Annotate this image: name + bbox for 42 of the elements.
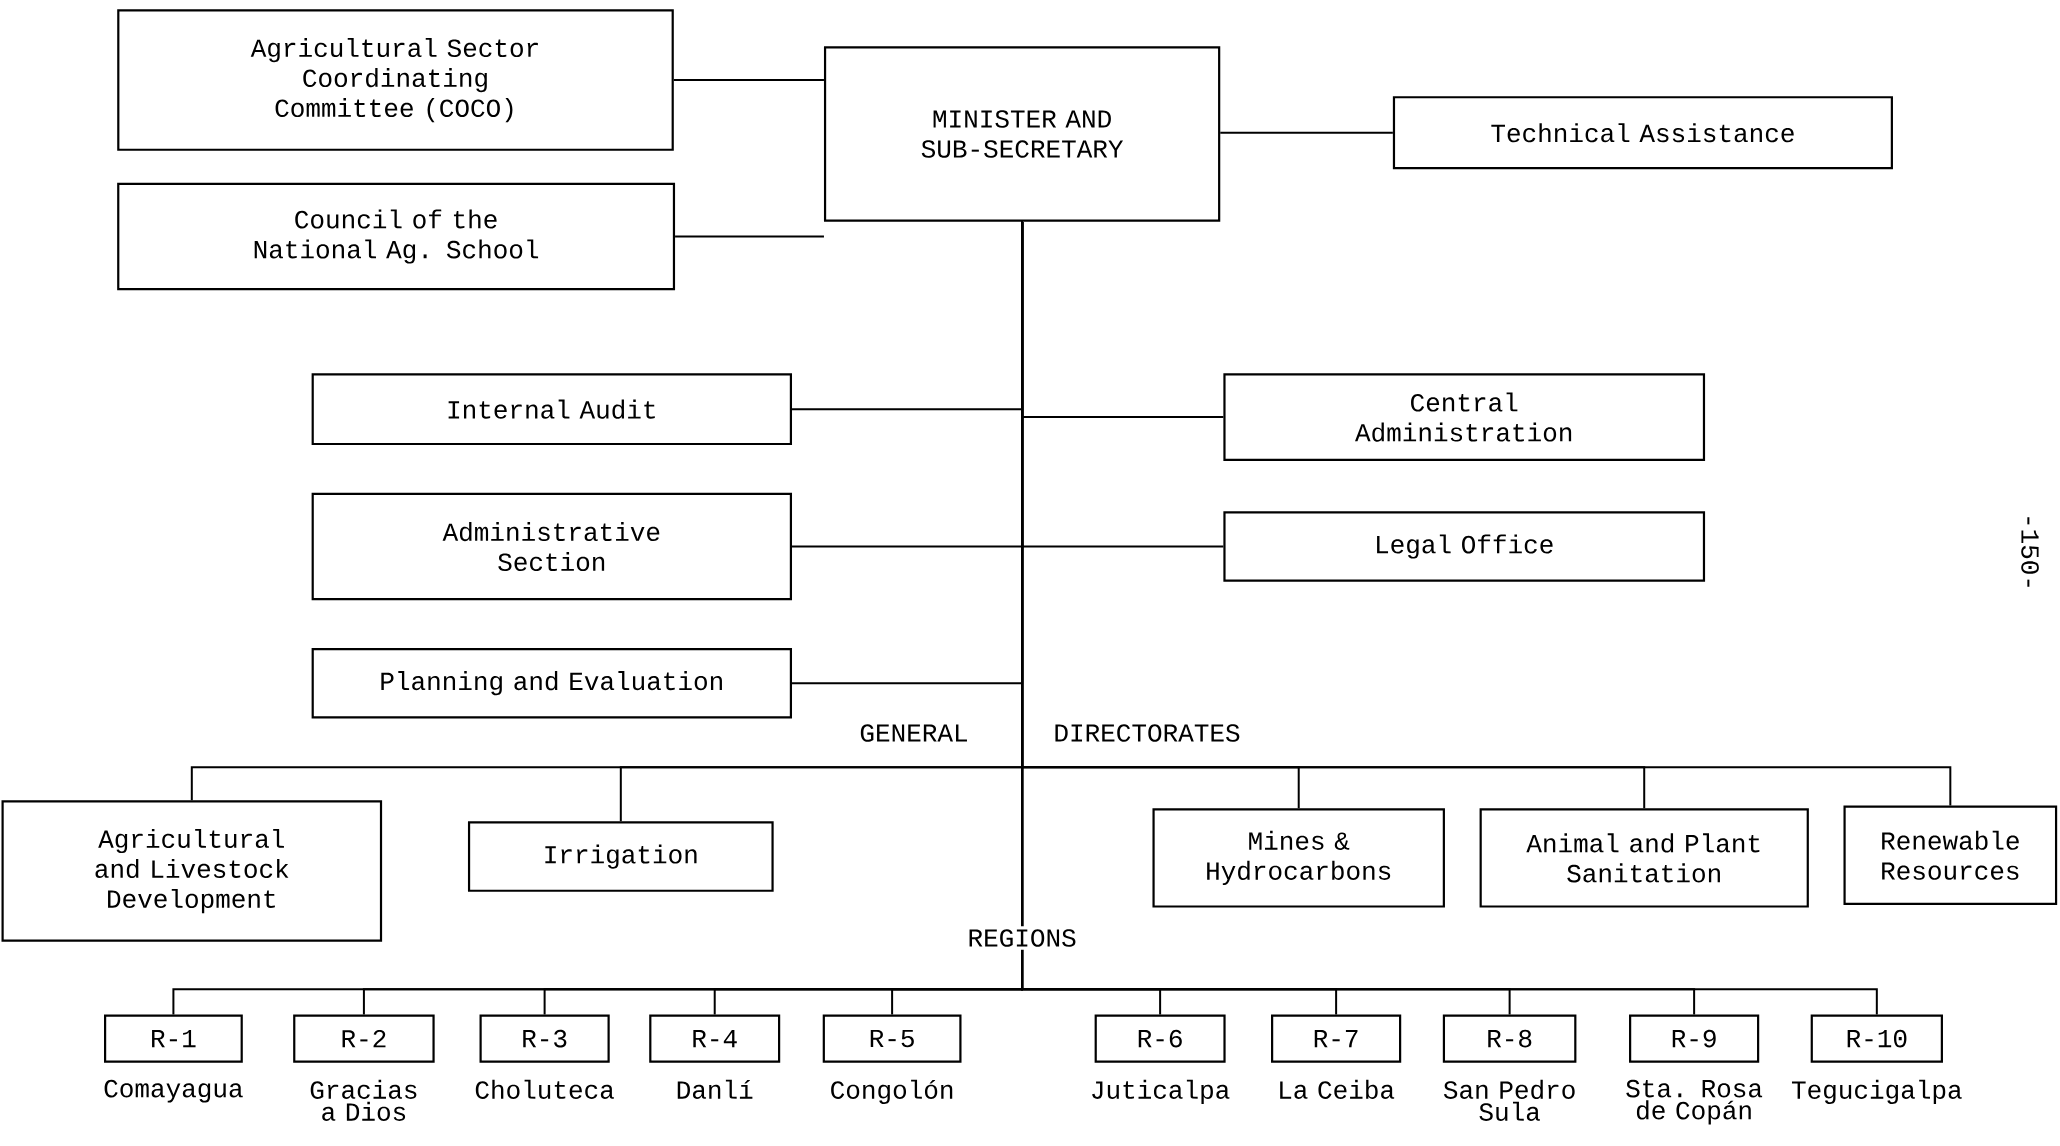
org-box: Internal Audit — [311, 373, 792, 446]
region-name: Sta. Rosa de Copán — [1626, 1079, 1763, 1125]
org-box: Agricultural and Livestock Development — [1, 800, 383, 942]
region-name: San Pedro Sula — [1443, 1079, 1575, 1121]
org-box: Agricultural Sector Coordinating Committee (COCO) — [117, 9, 674, 151]
org-box: Animal and Plant Sanitation — [1479, 808, 1809, 908]
org-box: Mines & Hydrocarbons — [1152, 808, 1445, 908]
org-box: MINISTER AND SUB-SECRETARY — [823, 46, 1221, 222]
page-number: -150- — [2021, 517, 2039, 587]
region-name: Juticalpa — [1092, 1079, 1230, 1105]
org-box: Renewable Resources — [1843, 805, 2058, 905]
region-name: Choluteca — [475, 1079, 614, 1099]
region-box: R-5 — [822, 1014, 962, 1063]
connector-line — [674, 235, 825, 238]
region-box: R-3 — [479, 1014, 610, 1063]
region-box: R-7 — [1271, 1014, 1402, 1063]
org-box: Central Administration — [1223, 373, 1706, 461]
region-name: La Ceiba — [1280, 1079, 1395, 1099]
region-box: R-9 — [1629, 1014, 1760, 1063]
region-box: R-1 — [104, 1014, 243, 1063]
region-box: R-8 — [1442, 1014, 1577, 1063]
region-box: R-6 — [1094, 1014, 1226, 1063]
region-name: Congolón — [831, 1079, 953, 1105]
section-heading: GENERAL — [860, 724, 967, 742]
region-name: Danlí — [677, 1079, 753, 1099]
region-name: Gracias a Dios — [310, 1079, 417, 1121]
org-box: Legal Office — [1223, 511, 1706, 582]
connector-line — [1021, 220, 1878, 1016]
org-box: Administrative Section — [311, 492, 792, 601]
region-name: Comayagua — [104, 1079, 243, 1103]
section-heading: REGIONS — [964, 926, 1080, 950]
region-name: Tegucigalpa — [1792, 1079, 1962, 1105]
connector-line — [1219, 131, 1394, 134]
org-box: Council of the National Ag. School — [117, 182, 676, 291]
region-box: R-10 — [1810, 1014, 1943, 1063]
connector-line — [672, 79, 825, 82]
section-heading: DIRECTORATES — [1055, 724, 1240, 742]
org-box: Technical Assistance — [1392, 96, 1893, 170]
region-box: R-4 — [649, 1014, 781, 1063]
org-box: Planning and Evaluation — [311, 647, 792, 719]
region-box: R-2 — [293, 1014, 435, 1063]
org-box: Irrigation — [467, 821, 774, 892]
